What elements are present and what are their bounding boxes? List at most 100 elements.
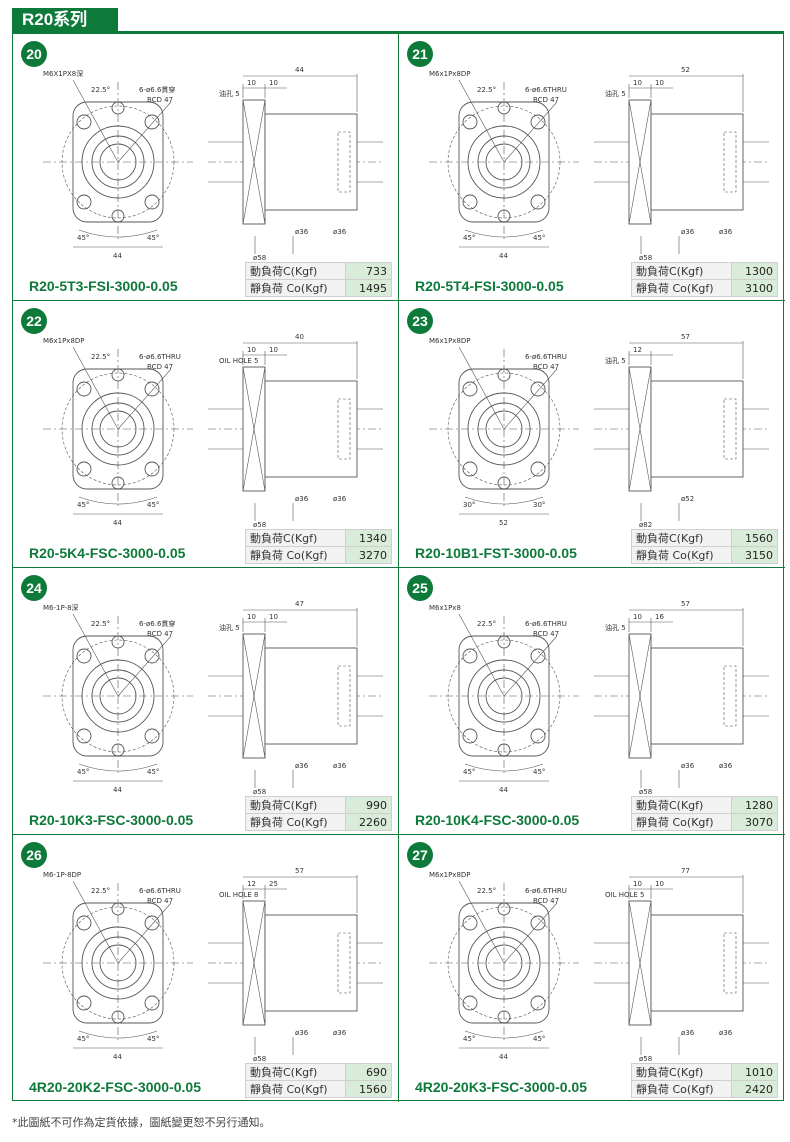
nut-inner bbox=[91, 402, 145, 456]
static-load-label: 靜負荷 Co(Kgf) bbox=[245, 813, 346, 831]
product-panel-27: 27 M6x1Px8DP bbox=[399, 835, 785, 1102]
angle-right-dim: 45° bbox=[533, 768, 545, 776]
holes-callout: 6-ø6.6THRU bbox=[139, 353, 181, 361]
length-dim: 44 bbox=[295, 66, 304, 74]
mount-hole bbox=[111, 743, 125, 757]
nut-dim: 25 bbox=[269, 880, 278, 888]
width-dim: 44 bbox=[499, 786, 508, 794]
nut-body bbox=[650, 113, 744, 211]
load-rating-table: 動負荷C(Kgf) 690 靜負荷 Co(Kgf) 1560 bbox=[245, 1063, 392, 1098]
technical-drawing: M6X1PX8深 22.5° 6-ø6.6貫穿 BCD 47 44 45° 45… bbox=[43, 66, 383, 262]
technical-drawing: M6x1Px8DP 6-ø6.6THRU BCD 47 52 30° 30° bbox=[429, 333, 769, 529]
flange-front-view bbox=[429, 880, 579, 1049]
width-dim: 52 bbox=[499, 519, 508, 527]
load-rating-table: 動負荷C(Kgf) 1340 靜負荷 Co(Kgf) 3270 bbox=[245, 529, 392, 564]
leader-thread bbox=[72, 79, 119, 163]
length-dim: 57 bbox=[295, 867, 304, 875]
oil-hole-callout: OIL HOLE 8 bbox=[219, 891, 258, 899]
seal-hidden bbox=[337, 665, 351, 727]
angle-arc bbox=[464, 229, 544, 238]
oil-hole-callout: 油孔 5 bbox=[219, 623, 240, 632]
bcd-callout: BCD 47 bbox=[533, 363, 559, 371]
mount-hole bbox=[76, 381, 92, 397]
angle-arc bbox=[464, 1030, 544, 1039]
panel-number-badge: 21 bbox=[407, 41, 433, 67]
mount-hole bbox=[497, 1010, 511, 1024]
static-load-value: 2420 bbox=[731, 1080, 778, 1098]
seal-hidden bbox=[337, 932, 351, 994]
model-number: 4R20-20K3-FSC-3000-0.05 bbox=[415, 1079, 587, 1095]
technical-drawing: M6x1Px8DP 22.5° 6-ø6.6THRU BCD 47 44 45°… bbox=[43, 333, 383, 529]
mount-hole bbox=[462, 728, 478, 744]
static-load-label: 靜負荷 Co(Kgf) bbox=[631, 1080, 732, 1098]
flange-dim: 12 bbox=[247, 880, 256, 888]
dynamic-load-label: 動負荷C(Kgf) bbox=[631, 1063, 732, 1081]
diameter-2: ø36 bbox=[719, 762, 733, 770]
width-dim: 44 bbox=[499, 1053, 508, 1061]
angle-left-dim: 45° bbox=[77, 234, 89, 242]
nut-inner bbox=[477, 669, 531, 723]
flange-dim: 10 bbox=[247, 613, 256, 621]
diameter-3: ø58 bbox=[253, 788, 266, 796]
mount-hole bbox=[497, 476, 511, 490]
flange-front-view bbox=[43, 79, 193, 248]
width-dim: 44 bbox=[499, 252, 508, 260]
angle-left-dim: 30° bbox=[463, 501, 475, 509]
nut-body bbox=[264, 647, 358, 745]
angle-callout: 22.5° bbox=[91, 353, 110, 361]
bcd-callout: BCD 47 bbox=[147, 897, 173, 905]
nut-side-view bbox=[594, 608, 769, 788]
static-load-row: 靜負荷 Co(Kgf) 3070 bbox=[631, 813, 778, 831]
product-panel-20: 20 M6X1PX8深 bbox=[13, 34, 399, 301]
angle-arc bbox=[78, 229, 158, 238]
model-number: 4R20-20K2-FSC-3000-0.05 bbox=[29, 1079, 201, 1095]
angle-left-dim: 45° bbox=[77, 501, 89, 509]
nut-outer bbox=[81, 659, 155, 733]
leader-thread bbox=[72, 346, 119, 430]
leader-holes bbox=[503, 902, 558, 964]
angle-arc bbox=[78, 496, 158, 505]
bcd-circle bbox=[447, 372, 561, 486]
dynamic-load-value: 1340 bbox=[345, 529, 392, 547]
panel-number-badge: 20 bbox=[21, 41, 47, 67]
mount-hole bbox=[76, 648, 92, 664]
nut-inner bbox=[91, 936, 145, 990]
flange-cross bbox=[628, 633, 652, 759]
mount-hole bbox=[144, 381, 160, 397]
static-load-row: 靜負荷 Co(Kgf) 1495 bbox=[245, 279, 392, 297]
diameter-2: ø36 bbox=[333, 1029, 347, 1037]
static-load-value: 1560 bbox=[345, 1080, 392, 1098]
diameter-1: ø36 bbox=[681, 1029, 695, 1037]
mount-hole bbox=[497, 902, 511, 916]
bcd-callout: BCD 47 bbox=[533, 630, 559, 638]
mount-hole bbox=[76, 461, 92, 477]
nut-outer bbox=[467, 392, 541, 466]
thread-callout: M6x1Px8 bbox=[429, 604, 461, 612]
diameter-2: ø36 bbox=[333, 495, 347, 503]
angle-callout: 22.5° bbox=[91, 620, 110, 628]
leader-thread bbox=[72, 613, 119, 697]
flange-cross bbox=[242, 99, 266, 225]
static-load-label: 靜負荷 Co(Kgf) bbox=[245, 279, 346, 297]
static-load-value: 3150 bbox=[731, 546, 778, 564]
dynamic-load-value: 990 bbox=[345, 796, 392, 814]
static-load-value: 3270 bbox=[345, 546, 392, 564]
dynamic-load-row: 動負荷C(Kgf) 690 bbox=[245, 1063, 392, 1081]
bcd-callout: BCD 47 bbox=[147, 363, 173, 371]
diameter-1: ø36 bbox=[681, 228, 695, 236]
model-number: R20-5T3-FSI-3000-0.05 bbox=[29, 278, 178, 294]
oil-hole-callout: 油孔 5 bbox=[605, 623, 626, 632]
angle-callout: 22.5° bbox=[477, 887, 496, 895]
mount-hole bbox=[530, 728, 546, 744]
bcd-circle bbox=[61, 105, 175, 219]
nut-side-view bbox=[594, 875, 769, 1055]
mount-hole bbox=[76, 728, 92, 744]
mount-hole bbox=[76, 915, 92, 931]
nut-dim: 10 bbox=[269, 346, 278, 354]
holes-callout: 6-ø6.6THRU bbox=[525, 353, 567, 361]
panel-number-badge: 25 bbox=[407, 575, 433, 601]
angle-left-dim: 45° bbox=[77, 1035, 89, 1043]
angle-right-dim: 45° bbox=[147, 234, 159, 242]
nut-body bbox=[650, 380, 744, 478]
bcd-callout: BCD 47 bbox=[533, 897, 559, 905]
